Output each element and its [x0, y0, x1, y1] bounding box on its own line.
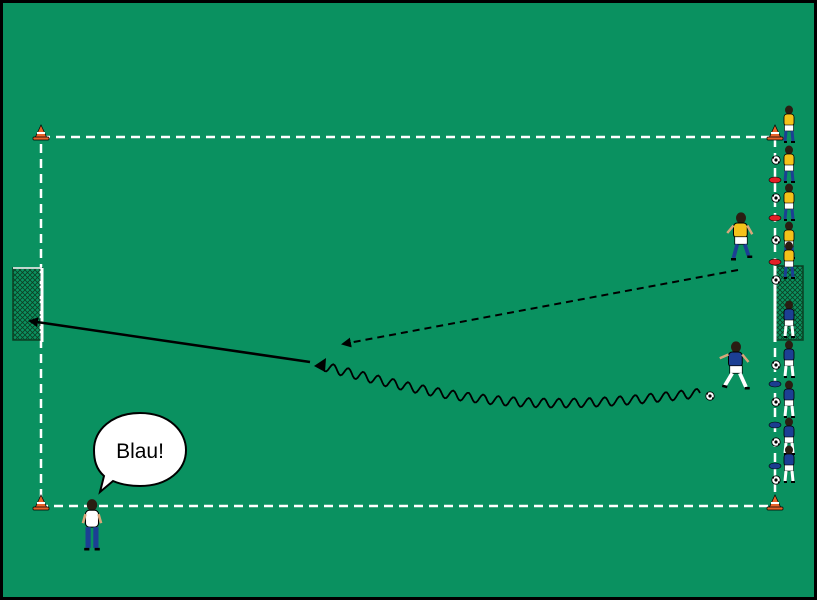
shot-arrow [28, 317, 311, 364]
dashed-run-arrow [341, 269, 739, 348]
goal-left-icon [12, 267, 44, 342]
coach-figure [81, 499, 103, 551]
ball-icon [771, 193, 781, 203]
wavy-dribble-line [321, 363, 701, 409]
pitch [3, 3, 814, 597]
ball-icon [771, 235, 781, 245]
ball-icon [771, 155, 781, 165]
ball-icon [771, 397, 781, 407]
ball-icon [705, 391, 715, 401]
dribble-arrowhead [314, 358, 326, 372]
ball-icon [771, 437, 781, 447]
queue-discs [768, 176, 782, 470]
active-blue-player [719, 341, 750, 390]
ball-icon [771, 275, 781, 285]
coach-call-text: Blau! [116, 440, 164, 463]
active-yellow-player [726, 212, 754, 261]
coach-speech-bubble: Blau! [92, 411, 188, 495]
ball-icon [771, 475, 781, 485]
ball-icon [771, 360, 781, 370]
